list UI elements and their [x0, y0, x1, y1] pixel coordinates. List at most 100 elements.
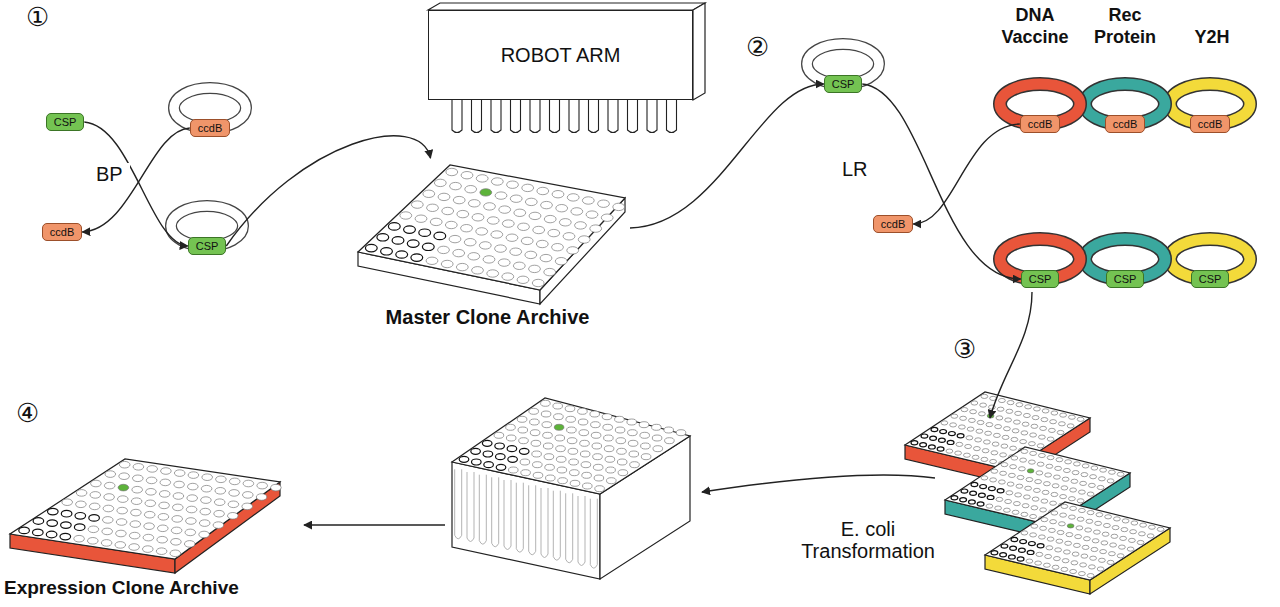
- well: [583, 483, 593, 489]
- robot-pin: [472, 100, 482, 133]
- well: [1062, 559, 1069, 563]
- well: [201, 497, 212, 504]
- well: [615, 427, 625, 433]
- well: [980, 485, 987, 489]
- well: [581, 462, 591, 468]
- well: [1072, 552, 1079, 556]
- well: [615, 416, 625, 422]
- well: [48, 508, 59, 515]
- well: [521, 237, 533, 244]
- well: [186, 518, 197, 525]
- expression-plate: [985, 502, 1170, 594]
- flow-arrow: [304, 524, 445, 525]
- well: [507, 446, 517, 452]
- well: [1147, 534, 1154, 538]
- well: [591, 422, 601, 428]
- well: [1137, 540, 1144, 544]
- well: [1139, 532, 1146, 536]
- well: [465, 186, 477, 193]
- well: [159, 502, 170, 509]
- well: [1117, 554, 1124, 558]
- deep-well-tube: [529, 485, 536, 555]
- well: [381, 248, 393, 255]
- well: [1005, 418, 1012, 422]
- well: [147, 466, 158, 473]
- well: [1067, 424, 1074, 428]
- well: [664, 427, 674, 433]
- well: [456, 263, 468, 270]
- well: [1032, 416, 1039, 420]
- node-label: ccdB: [1198, 118, 1222, 130]
- well: [90, 492, 101, 499]
- deep-well-tube: [504, 480, 511, 550]
- well: [74, 524, 85, 531]
- well: [496, 454, 506, 460]
- well: [1069, 497, 1076, 501]
- well: [1061, 504, 1068, 508]
- well: [1025, 405, 1032, 409]
- well: [1056, 539, 1063, 543]
- well: [1051, 411, 1058, 415]
- well: [158, 514, 169, 521]
- well: [495, 245, 507, 252]
- well: [1041, 499, 1048, 503]
- well: [1014, 502, 1021, 506]
- well: [1089, 483, 1096, 487]
- well: [595, 486, 605, 492]
- well: [60, 533, 71, 540]
- well: [1020, 458, 1027, 462]
- well: [959, 425, 966, 429]
- well: [507, 181, 519, 188]
- well: [1006, 409, 1013, 413]
- well: [1075, 535, 1082, 539]
- well: [554, 424, 564, 430]
- well: [652, 424, 662, 430]
- well: [552, 191, 564, 198]
- well: [1057, 530, 1064, 534]
- well: [1059, 422, 1066, 426]
- well: [1029, 460, 1036, 464]
- well: [1030, 533, 1037, 537]
- well: [495, 192, 507, 199]
- well: [976, 429, 983, 433]
- well: [957, 434, 964, 438]
- well: [603, 424, 613, 430]
- well: [1037, 444, 1044, 448]
- well: [967, 427, 974, 431]
- annotation: Rec Protein: [1082, 4, 1168, 48]
- well: [186, 506, 197, 513]
- well: [985, 431, 992, 435]
- well: [537, 187, 549, 194]
- well: [242, 503, 253, 510]
- well: [1047, 537, 1054, 541]
- deep-well-tube: [516, 483, 523, 553]
- well: [1044, 482, 1051, 486]
- well: [1069, 515, 1076, 519]
- well: [506, 424, 516, 430]
- well: [184, 541, 195, 548]
- well: [1081, 473, 1088, 477]
- well: [569, 459, 579, 465]
- well: [971, 401, 978, 405]
- well: [1014, 420, 1021, 424]
- annotation: BP: [96, 163, 130, 185]
- well: [652, 435, 662, 441]
- well: [88, 526, 99, 533]
- well: [213, 522, 224, 529]
- well: [1009, 555, 1016, 559]
- well: [476, 228, 488, 235]
- well: [1022, 422, 1029, 426]
- well: [510, 248, 522, 255]
- deep-well-tube: [479, 475, 486, 545]
- well: [471, 448, 481, 454]
- well: [941, 421, 948, 425]
- well: [1050, 420, 1057, 424]
- well: [188, 483, 199, 490]
- well: [91, 480, 102, 487]
- well: [556, 205, 568, 212]
- well: [554, 414, 564, 420]
- ccdb-cassette: ccdB: [873, 215, 913, 233]
- well: [468, 200, 480, 207]
- well: [992, 442, 999, 446]
- well: [568, 448, 578, 454]
